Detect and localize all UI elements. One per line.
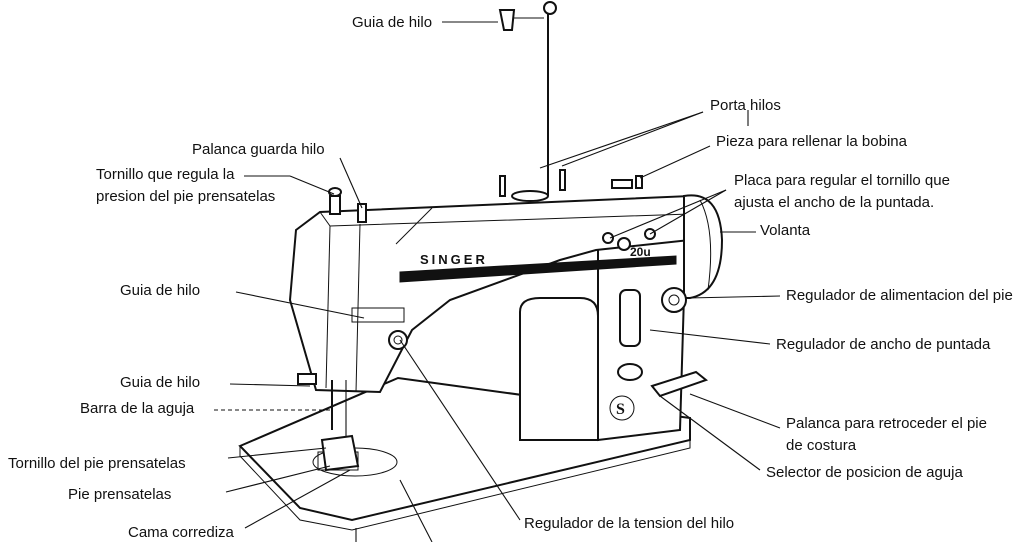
label-tornillo-pie: Tornillo del pie prensatelas: [8, 455, 186, 472]
spool-pin-left: [499, 175, 506, 197]
take-up-lever: [357, 203, 367, 223]
label-pieza-bobina: Pieza para rellenar la bobina: [716, 133, 907, 150]
machine-pillar: [519, 297, 599, 441]
spool-pin-right: [559, 169, 566, 191]
label-placa-2: ajusta el ancho de la puntada.: [734, 194, 935, 211]
singer-s-logo: [609, 395, 635, 421]
label-guia-hilo-low: Guia de hilo: [120, 374, 201, 391]
singer-nameplate: [399, 255, 677, 283]
presser-foot: [320, 434, 360, 472]
thread-guide-top: [498, 9, 516, 31]
label-tornillo-presion-1: Tornillo que regula la: [96, 166, 235, 183]
label-barra-aguja: Barra de la aguja: [80, 400, 195, 417]
label-regulador-ancho: Regulador de ancho de puntada: [776, 336, 991, 353]
label-palanca-retroceder-1: Palanca para retroceder el pie: [786, 415, 987, 432]
label-selector-aguja: Selector de posicion de aguja: [766, 464, 963, 481]
handwheel: [683, 194, 724, 299]
reverse-lever: [650, 370, 709, 398]
svg-text:S: S: [616, 401, 625, 418]
label-regulador-alimentacion: Regulador de alimentacion del pie: [786, 287, 1013, 304]
stitch-length-dial: [661, 287, 687, 313]
label-cama-corrediza: Cama corrediza: [128, 524, 234, 541]
model-text: 20u: [630, 245, 651, 259]
label-palanca-retroceder-2: de costura: [786, 437, 857, 454]
pressure-screw: [329, 195, 341, 215]
label-tornillo-presion-2: presion del pie prensatelas: [96, 188, 276, 205]
label-guia-hilo-mid: Guia de hilo: [120, 282, 201, 299]
label-guia-hilo-top: Guia de hilo: [352, 14, 433, 31]
label-pie-prensatelas: Pie prensatelas: [68, 486, 172, 503]
label-palanca-guarda-hilo: Palanca guarda hilo: [192, 141, 325, 158]
bobbin-winder: [611, 179, 633, 189]
label-placa-1: Placa para regular el tornillo que: [734, 172, 950, 189]
needle-position-knob: [617, 363, 643, 381]
label-regulador-tension: Regulador de la tension del hilo: [524, 515, 735, 532]
leader-lines: [214, 21, 781, 542]
label-porta-hilos: Porta hilos: [710, 97, 781, 114]
brand-text: SINGER: [420, 252, 488, 267]
stitch-width-lever: [619, 289, 641, 347]
label-volanta: Volanta: [760, 222, 811, 239]
